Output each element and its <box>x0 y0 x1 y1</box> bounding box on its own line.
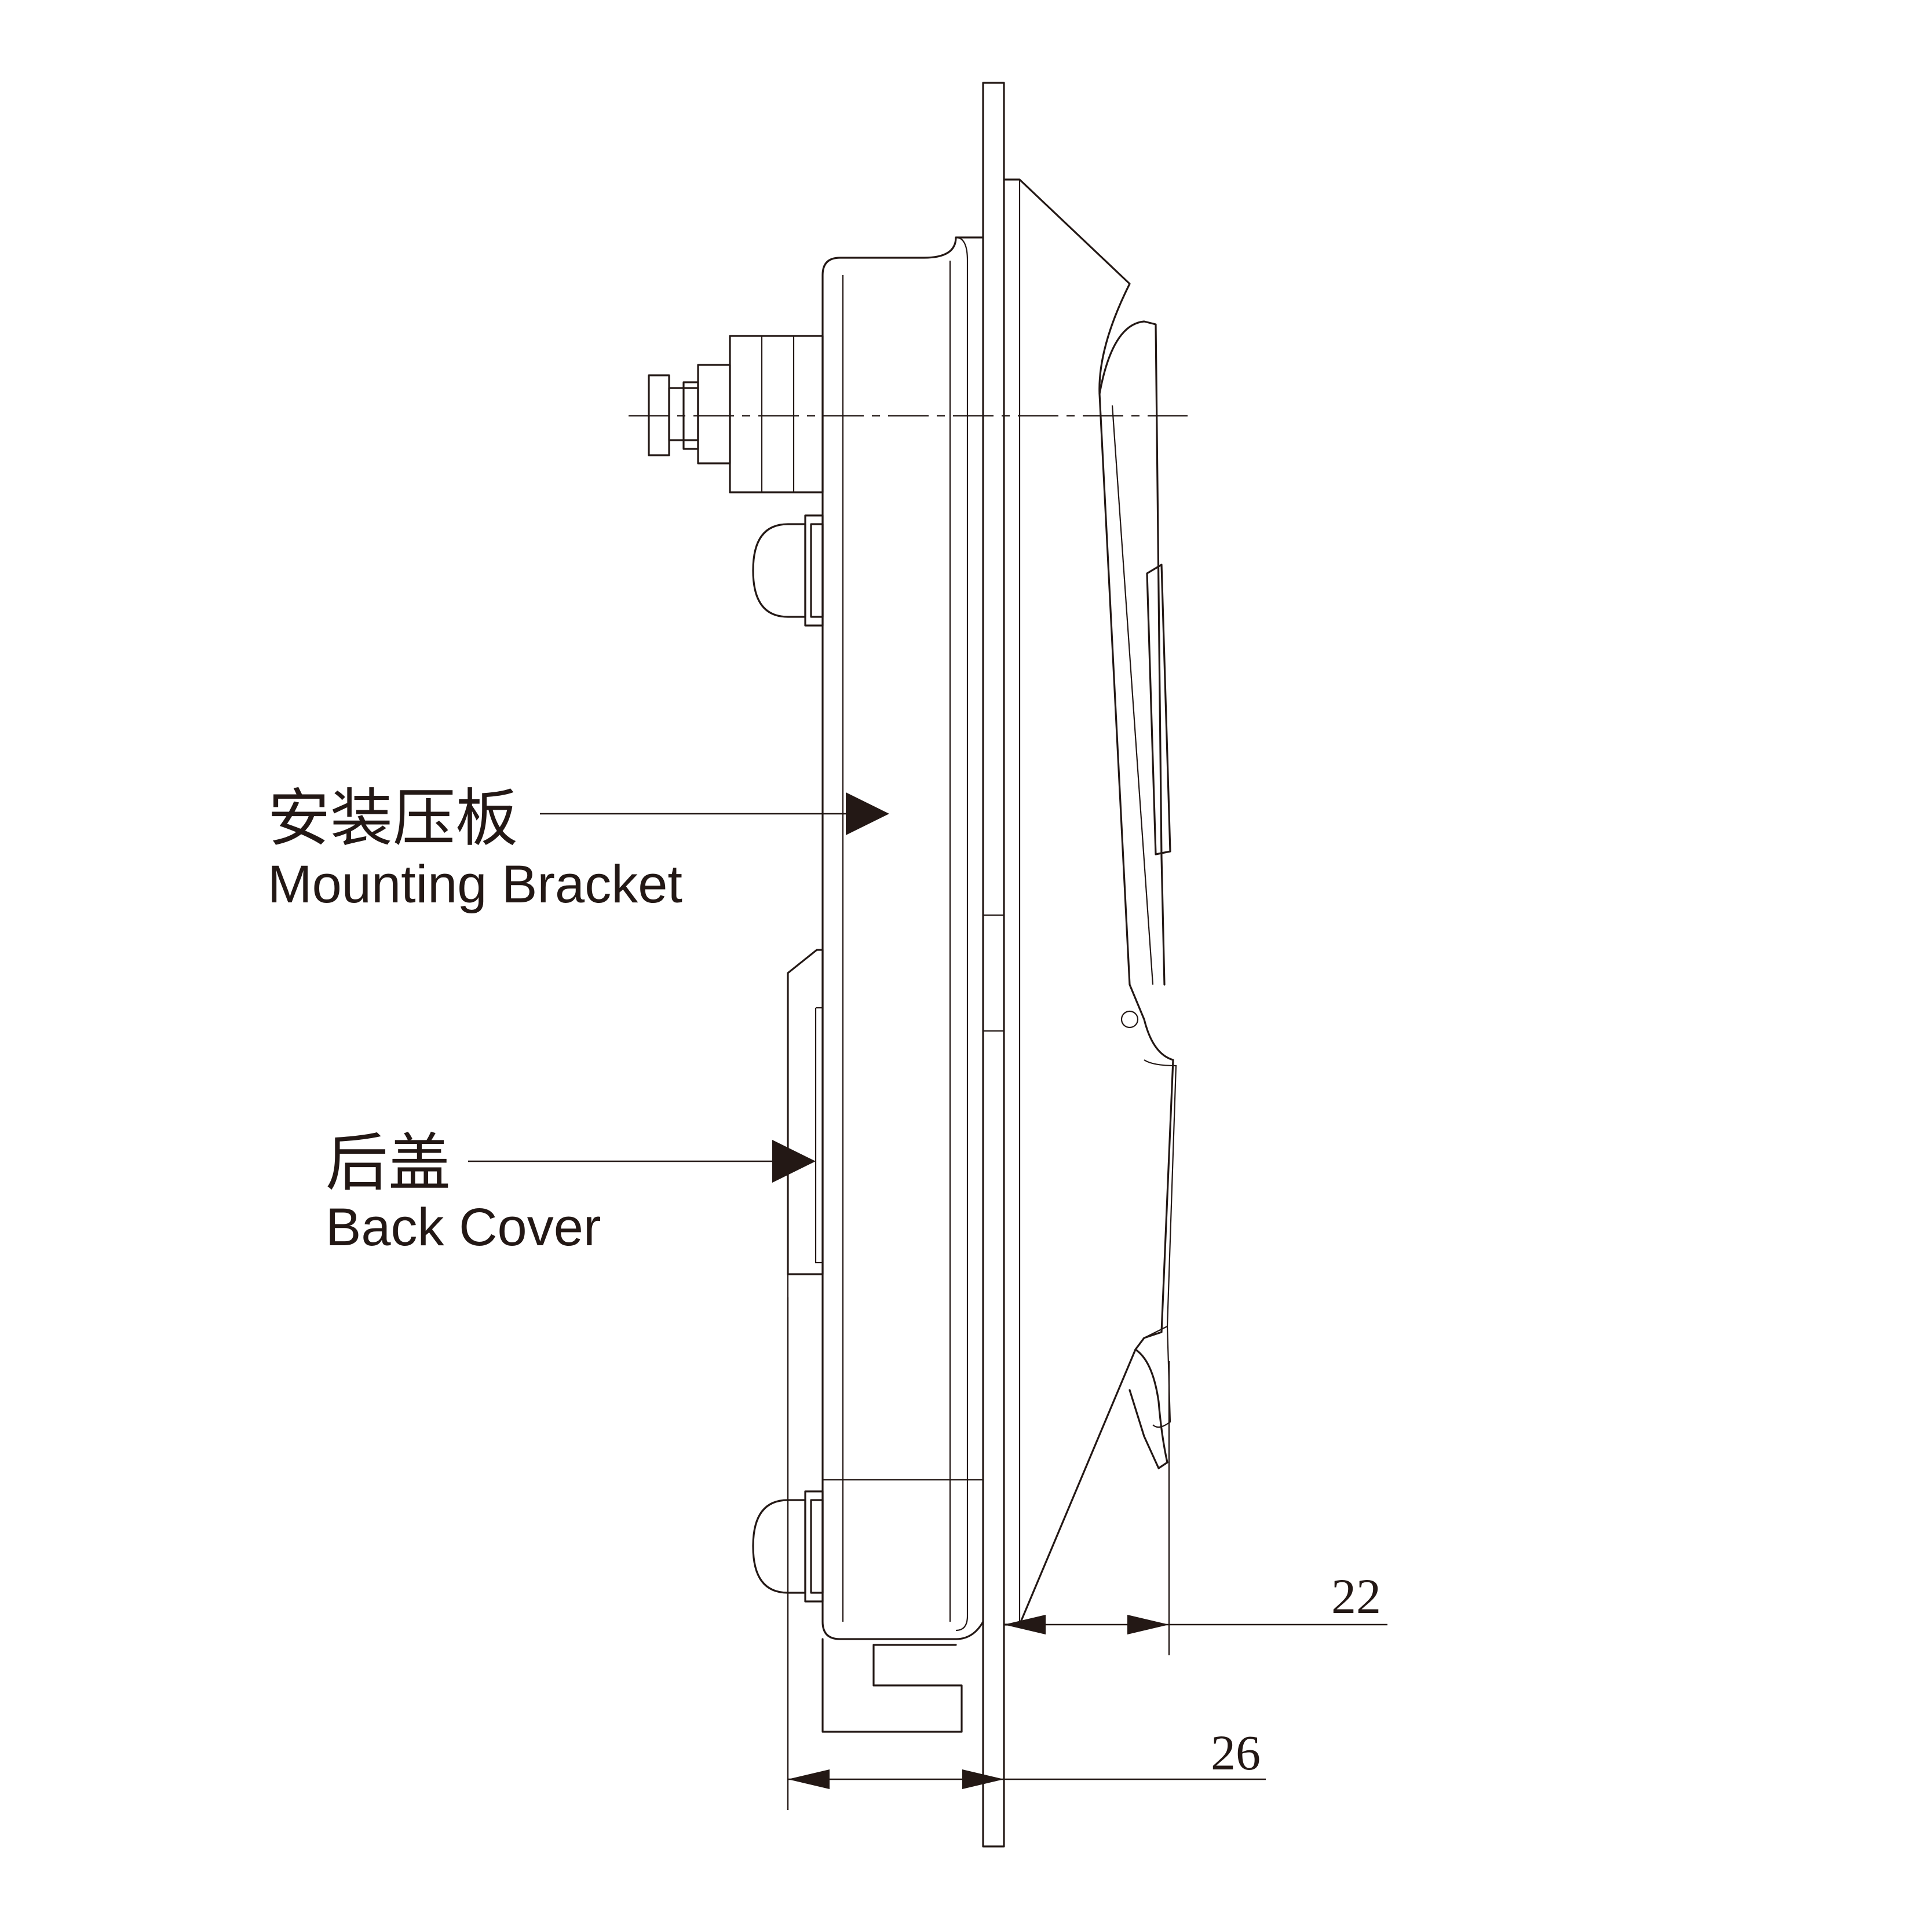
cable-gland-top <box>752 514 824 627</box>
front-handle <box>1003 178 1177 1626</box>
rear-housing <box>821 236 984 1640</box>
back-cover-label-cn: 后盖 <box>326 1127 451 1199</box>
dimension-26 <box>787 1297 1266 1810</box>
dimension-22-value: 22 <box>1331 1568 1381 1624</box>
cable-gland-bottom <box>752 1490 824 1603</box>
bottom-bracket <box>821 1638 963 1733</box>
top-bolt <box>648 335 824 493</box>
mounting-bracket-label-cn: 安装压板 <box>268 782 518 855</box>
leader-back-cover <box>468 1140 816 1183</box>
mounting-bracket-label-en: Mounting Bracket <box>268 855 682 914</box>
back-cover-label-en: Back Cover <box>326 1198 601 1257</box>
dimension-22 <box>1004 1361 1387 1655</box>
leader-mounting-bracket <box>540 792 889 835</box>
panel-plate <box>982 82 1005 1848</box>
back-cover <box>787 949 824 1297</box>
dimension-26-value: 26 <box>1211 1725 1261 1780</box>
